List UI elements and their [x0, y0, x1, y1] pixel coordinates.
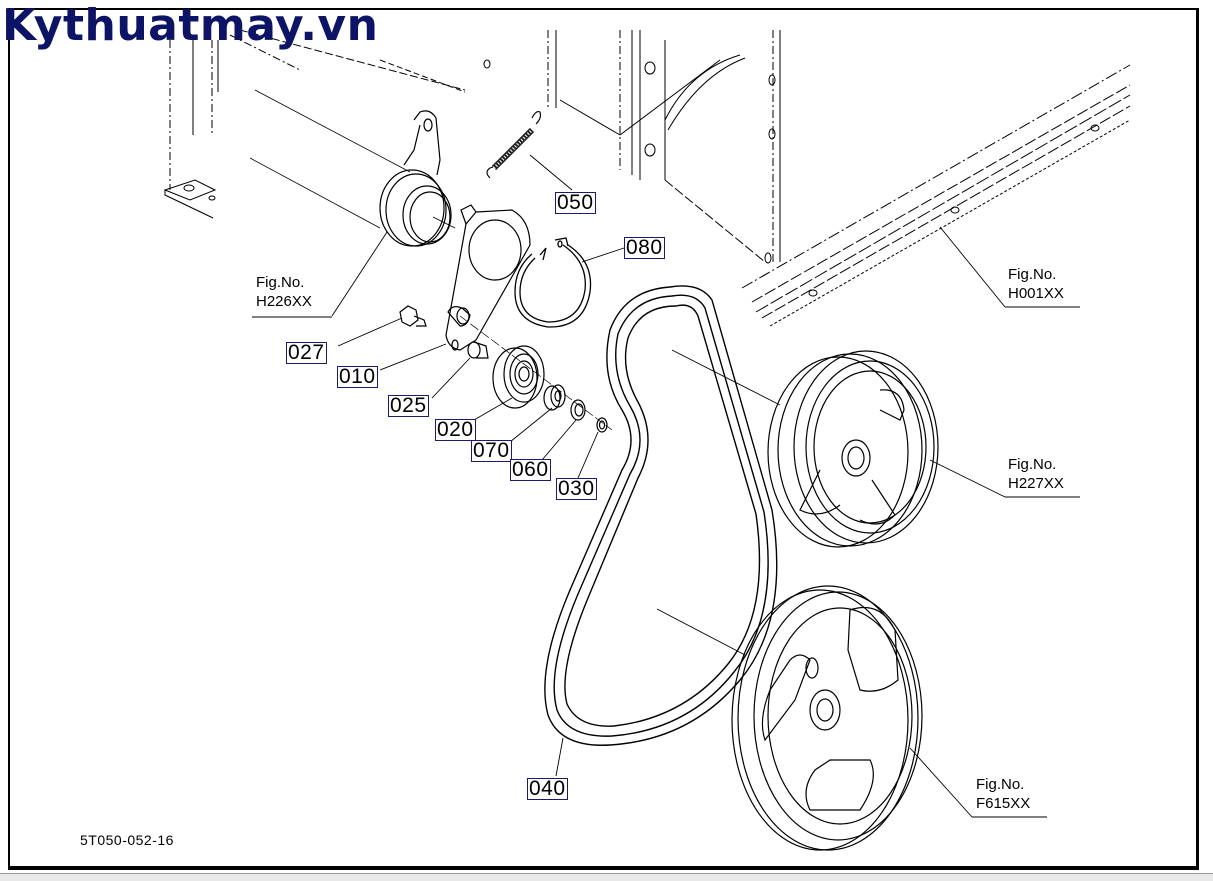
figref-label: Fig.No.: [976, 776, 1025, 793]
frame-rail: [741, 64, 1131, 327]
callout-080[interactable]: 080: [624, 236, 665, 259]
figref-f615[interactable]: Fig.No. F615XX: [976, 775, 1030, 813]
callout-027[interactable]: 027: [286, 341, 327, 364]
figref-h001[interactable]: Fig.No. H001XX: [1008, 265, 1064, 303]
drawing-frame: [8, 8, 1199, 870]
figref-label: Fig.No.: [1008, 266, 1057, 283]
figref-code: F615XX: [976, 795, 1031, 812]
tension-spring: [486, 111, 542, 179]
washer: [570, 399, 586, 421]
callout-025[interactable]: 025: [388, 394, 429, 417]
watermark-logo: Kythuatmay.vn: [2, 0, 379, 51]
callout-030[interactable]: 030: [556, 477, 597, 500]
circlip: [514, 237, 592, 328]
snap-ring: [596, 417, 608, 433]
figref-label: Fig.No.: [256, 274, 305, 291]
frame-panel: [547, 30, 781, 265]
drawing-code: 5T050-052-16: [80, 832, 174, 848]
callout-060[interactable]: 060: [510, 458, 551, 481]
bottom-strip: [0, 873, 1213, 881]
callout-070[interactable]: 070: [471, 439, 512, 462]
tension-arm: [445, 204, 531, 351]
figref-label: Fig.No.: [1008, 456, 1057, 473]
callout-050[interactable]: 050: [555, 191, 596, 214]
collar: [467, 341, 489, 359]
upper-pulley: [767, 350, 939, 548]
callout-020[interactable]: 020: [435, 418, 476, 441]
idler-housing: [249, 89, 456, 247]
figref-code: H001XX: [1008, 285, 1064, 302]
figref-code: H227XX: [1008, 475, 1064, 492]
v-belt: [544, 285, 778, 746]
idler-pulley: [492, 345, 545, 409]
bolt: [399, 305, 427, 327]
bearing: [543, 384, 566, 411]
left-frame-bracket: [163, 29, 491, 219]
figref-h226[interactable]: Fig.No. H226XX: [256, 273, 312, 311]
figref-code: H226XX: [256, 293, 312, 310]
callout-040[interactable]: 040: [527, 777, 568, 800]
leader-lines: [252, 154, 1080, 818]
figref-h227[interactable]: Fig.No. H227XX: [1008, 455, 1064, 493]
callout-010[interactable]: 010: [337, 365, 378, 388]
lower-pulley: [731, 585, 923, 851]
